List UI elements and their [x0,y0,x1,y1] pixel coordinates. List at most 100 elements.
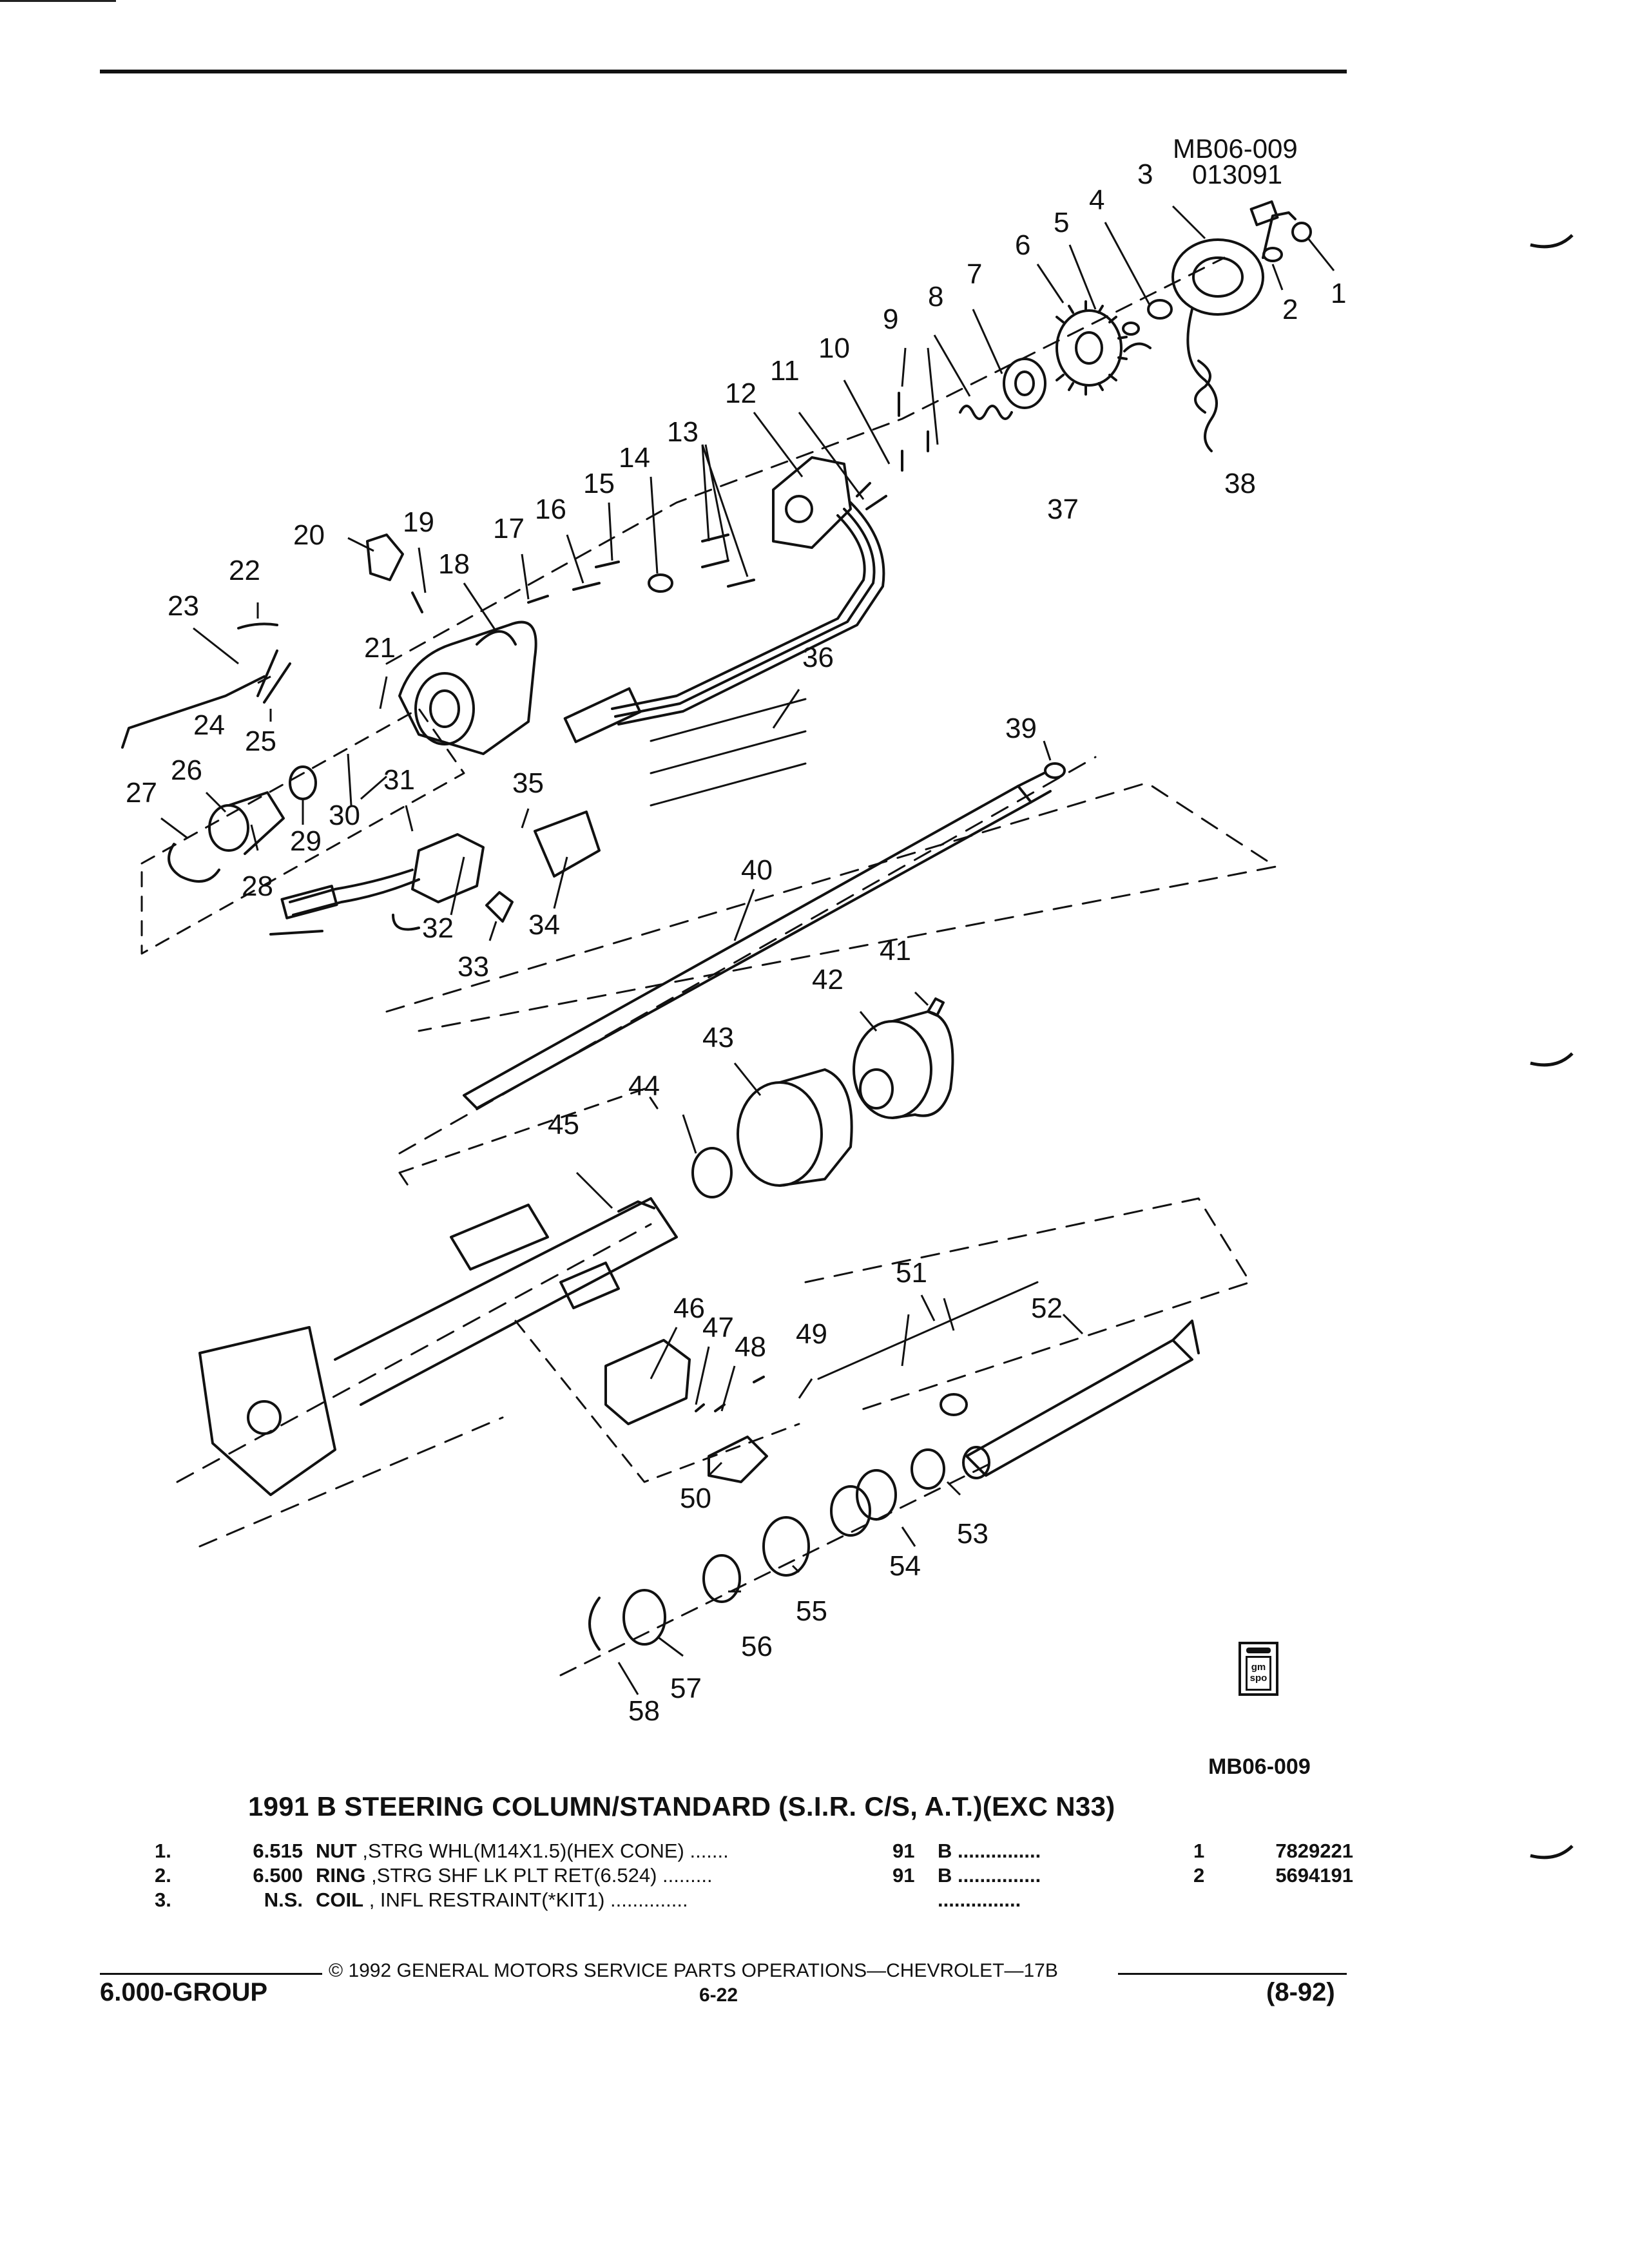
part-name: RING [316,1864,366,1887]
callout-10: 10 [818,332,850,364]
callout-52: 52 [1031,1293,1063,1324]
callout-4: 4 [1089,184,1104,216]
callout-57: 57 [670,1673,702,1704]
callout-56: 56 [741,1631,773,1662]
pins-15-17 [527,561,620,604]
margin-marks [1530,234,1574,1860]
callout-44: 44 [628,1070,660,1102]
washer-14 [648,573,673,593]
scan-corner-mark [0,0,116,2]
callout-48: 48 [735,1331,766,1363]
callout-41: 41 [880,935,911,966]
callout-40: 40 [741,854,773,886]
switch-46 [604,1339,691,1425]
part-number: 5694191 [1275,1864,1353,1887]
figure-id-top: MB06-009 [1173,133,1298,164]
callout-42: 42 [812,964,843,995]
footer-group: 6.000-GROUP [100,1978,268,2006]
callout-24: 24 [193,709,225,741]
footer-copyright: © 1992 GENERAL MOTORS SERVICE PARTS OPER… [329,1960,1058,1981]
top-rule [100,70,1347,73]
bearing-55 [762,1516,810,1577]
callout-47: 47 [702,1312,734,1343]
page-title: 1991 B STEERING COLUMN/STANDARD (S.I.R. … [248,1791,1115,1821]
callout-14: 14 [619,442,650,474]
ring-53 [911,1448,945,1490]
callout-55: 55 [796,1595,827,1627]
part-number: 7829221 [1275,1840,1353,1862]
callout-38: 38 [1224,468,1256,499]
callout-21: 21 [364,632,396,664]
bracket-34 [534,811,601,878]
callout-20: 20 [293,519,325,551]
switch-50 [708,1436,768,1483]
callout-45: 45 [548,1109,579,1140]
callout-34: 34 [528,909,560,941]
quantity: 1 [1193,1840,1205,1862]
callout-6: 6 [1015,229,1030,261]
callout-17: 17 [493,513,525,544]
group-code: 6.500 [253,1864,303,1887]
item-number: 2. [155,1864,171,1887]
part-desc-text: , INFL RESTRAINT(*KIT1) .............. [369,1888,688,1911]
callout-39: 39 [1005,713,1037,744]
callout-43: 43 [702,1022,734,1053]
callout-7: 7 [967,258,982,290]
callout-26: 26 [171,754,202,786]
callout-19: 19 [403,506,434,538]
callout-9: 9 [883,303,898,335]
callout-22: 22 [229,555,260,586]
part-name: NUT [316,1840,357,1862]
callout-28: 28 [242,870,273,902]
rod-23 [121,675,265,749]
dimmer-switch-32 [269,833,485,936]
item-number: 3. [155,1888,171,1911]
wire-45 [617,1200,655,1213]
callout-58: 58 [628,1695,660,1727]
bearing-29 [289,765,317,800]
callout-49: 49 [796,1318,827,1350]
lock-cylinder-20 [366,533,423,613]
callout-36: 36 [802,642,834,673]
part-desc-text: ,STRG SHF LK PLT RET(6.524) ......... [371,1864,713,1887]
model-year: 91 [892,1840,915,1862]
spring-54-b [830,1485,871,1537]
footer-rule-right [1118,1973,1347,1975]
callout-15: 15 [583,468,615,499]
lock-plate-6 [1055,299,1173,396]
callout-25: 25 [245,726,276,757]
page-number: 6-22 [699,1984,738,2006]
callout-37: 37 [1047,494,1079,525]
callout-3: 3 [1137,159,1153,190]
callout-23: 23 [168,590,199,622]
callout-50: 50 [680,1483,711,1514]
wire-cover-36 [650,698,807,807]
callout-46: 46 [673,1293,705,1324]
callout-29: 29 [290,825,322,857]
callout-33: 33 [458,951,489,983]
part-description: NUT ,STRG WHL(M14X1.5)(HEX CONE) ....... [316,1840,729,1863]
rod-51 [817,1281,1039,1380]
part-description: COIL , INFL RESTRAINT(*KIT1) ...........… [316,1888,688,1912]
figure-id-bottom: MB06-009 [1208,1754,1311,1779]
item-number: 1. [155,1840,171,1862]
part-desc-text: ,STRG WHL(M14X1.5)(HEX CONE) ....... [362,1840,729,1862]
spring-54-a [856,1469,897,1521]
callout-35: 35 [512,767,544,799]
rod-22 [237,622,278,629]
cam-and-spring [898,358,1046,472]
callout-13: 13 [667,416,699,448]
group-code: N.S. [264,1888,303,1911]
callout-11: 11 [770,355,800,387]
series: B ............... [938,1864,1041,1887]
parts-row: 3. N.S. COIL , INFL RESTRAINT(*KIT1) ...… [155,1888,1353,1913]
series: B ............... [938,1840,1041,1862]
model-year: 91 [892,1864,915,1887]
callout-27: 27 [126,777,157,809]
parts-row: 1. 6.515 NUT ,STRG WHL(M14X1.5)(HEX CONE… [155,1840,1353,1864]
callout-51: 51 [896,1257,927,1289]
shift-tube-52 [940,1320,1200,1479]
